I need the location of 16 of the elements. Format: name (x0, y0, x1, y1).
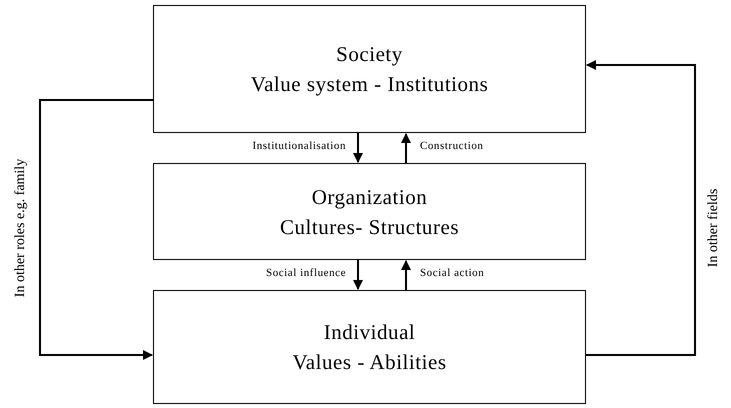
box-text: Cultures- Structures (280, 214, 460, 240)
arrow (401, 260, 411, 290)
arrow (353, 133, 363, 163)
arrow (39, 99, 153, 360)
edge-label: In other roles e.g. family (13, 158, 29, 298)
box-title: Society (336, 41, 403, 68)
arrow (586, 60, 696, 356)
process-box (153, 5, 586, 133)
box-title: Organization (312, 184, 428, 210)
box-title: Individual (324, 319, 416, 346)
process-box (153, 163, 586, 260)
process-box (153, 290, 586, 404)
box-text: Values - Abilities (292, 349, 447, 376)
arrow (401, 133, 411, 163)
box-text: Value system - Institutions (250, 71, 488, 98)
arrow (353, 260, 363, 290)
